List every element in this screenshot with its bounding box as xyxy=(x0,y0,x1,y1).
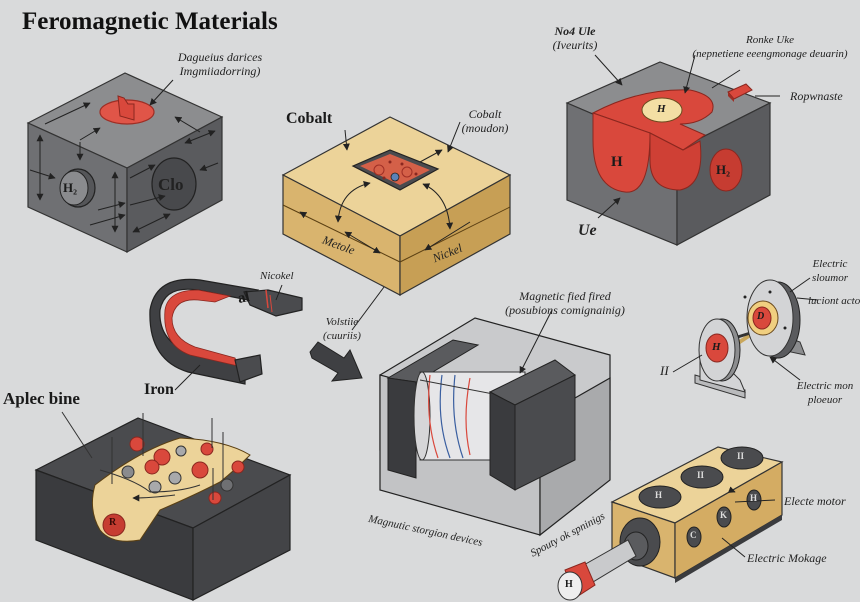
callout-line: No4 Ule xyxy=(554,24,596,38)
cobalt-block xyxy=(281,116,512,297)
magnetic-field-callout: Magnetic fied fired (posubions comignain… xyxy=(490,289,640,317)
disc-left-badge: H xyxy=(712,341,721,353)
electric-mokage-label: Electric Mokage xyxy=(747,551,827,565)
domain-particles xyxy=(102,436,245,537)
domain-block xyxy=(34,411,292,601)
top-h-badge: H xyxy=(657,103,666,115)
front-h-badge: H xyxy=(611,154,623,170)
h2-disc xyxy=(59,168,96,208)
shaft-badge: H xyxy=(565,579,573,590)
field-arrows xyxy=(29,79,219,233)
callout-line: Cobalt xyxy=(468,107,502,121)
page-title: Feromagnetic Materials xyxy=(22,8,278,35)
callout-line: Magnetic fied fired xyxy=(519,289,611,303)
process-arrow-icon xyxy=(309,341,363,382)
side-h2-badge: H₂ xyxy=(716,162,731,177)
cobalt-callout: Cobalt (moudon) xyxy=(450,107,520,135)
ropwnaste-label: Ropwnaste xyxy=(790,89,843,103)
electric-mon-callout: Electric mon ploeuor xyxy=(790,379,860,407)
callout-line: Imgmiiadorring) xyxy=(179,64,261,78)
no4-ule-callout: No4 Ule (Iveurits) xyxy=(545,24,605,52)
callout-line: ploeuor xyxy=(807,394,843,406)
callout-line: Volstiie xyxy=(325,316,359,328)
h2-badge: H₂ xyxy=(63,180,78,195)
nicokel-callout: Nicokel xyxy=(260,270,294,282)
top-badge: II xyxy=(737,451,745,461)
steel-cube-top-right xyxy=(565,54,780,247)
electric-sloumor-callout: Electric sloumor xyxy=(800,257,860,285)
callout-line: (nepnetiene eeengmonage deuarin) xyxy=(692,48,848,60)
callout-line: Ronke Uke xyxy=(746,34,794,46)
cobalt-sample-window xyxy=(351,149,440,191)
steel-cube-top-left xyxy=(26,72,224,254)
electric-motor-block xyxy=(557,446,784,601)
side-badge: H xyxy=(750,493,758,503)
top-badge: H xyxy=(655,490,663,500)
callout-line: Electric mon xyxy=(796,380,854,392)
callout-line: sloumor xyxy=(811,272,849,284)
magnetic-storage-device xyxy=(379,309,611,537)
volstiie-callout: Volstiie (cuuriis) xyxy=(312,315,372,343)
red-tab-icon xyxy=(727,83,753,102)
aplec-bine-heading: Aplec bine xyxy=(3,389,80,408)
disc-right-badge: D xyxy=(757,311,765,322)
callout-line: Electric xyxy=(812,258,848,270)
callout-line: (posubions comignainig) xyxy=(505,303,625,317)
side-badge: K xyxy=(720,510,728,520)
magnetic-pin-icon xyxy=(99,95,155,125)
electe-motor-label: Electe motor xyxy=(784,494,846,508)
ronke-uke-callout: Ronke Uke (nepnetiene eeengmonage deuari… xyxy=(680,33,860,61)
ue-label: Ue xyxy=(578,222,597,239)
ii-label: II xyxy=(660,363,669,378)
callout-line: (cuuriis) xyxy=(323,330,361,342)
top-badge: II xyxy=(697,470,705,480)
clo-badge: Clo xyxy=(158,175,184,194)
side-badge: C xyxy=(690,530,697,540)
callout-line: (Iveurits) xyxy=(552,38,598,52)
callout-line: Dagueius darices xyxy=(177,50,263,64)
cobalt-heading: Cobalt xyxy=(286,110,333,127)
horseshoe-magnet xyxy=(149,278,303,391)
dagueius-callout: Dagueius darices Imgmiiadorring) xyxy=(160,50,280,78)
luciont-acto-label: luciont acto xyxy=(808,295,860,307)
callout-line: (moudon) xyxy=(461,121,509,135)
electric-motor-discs xyxy=(672,277,819,399)
iron-label: Iron xyxy=(144,381,174,398)
r-badge: R xyxy=(109,517,117,528)
